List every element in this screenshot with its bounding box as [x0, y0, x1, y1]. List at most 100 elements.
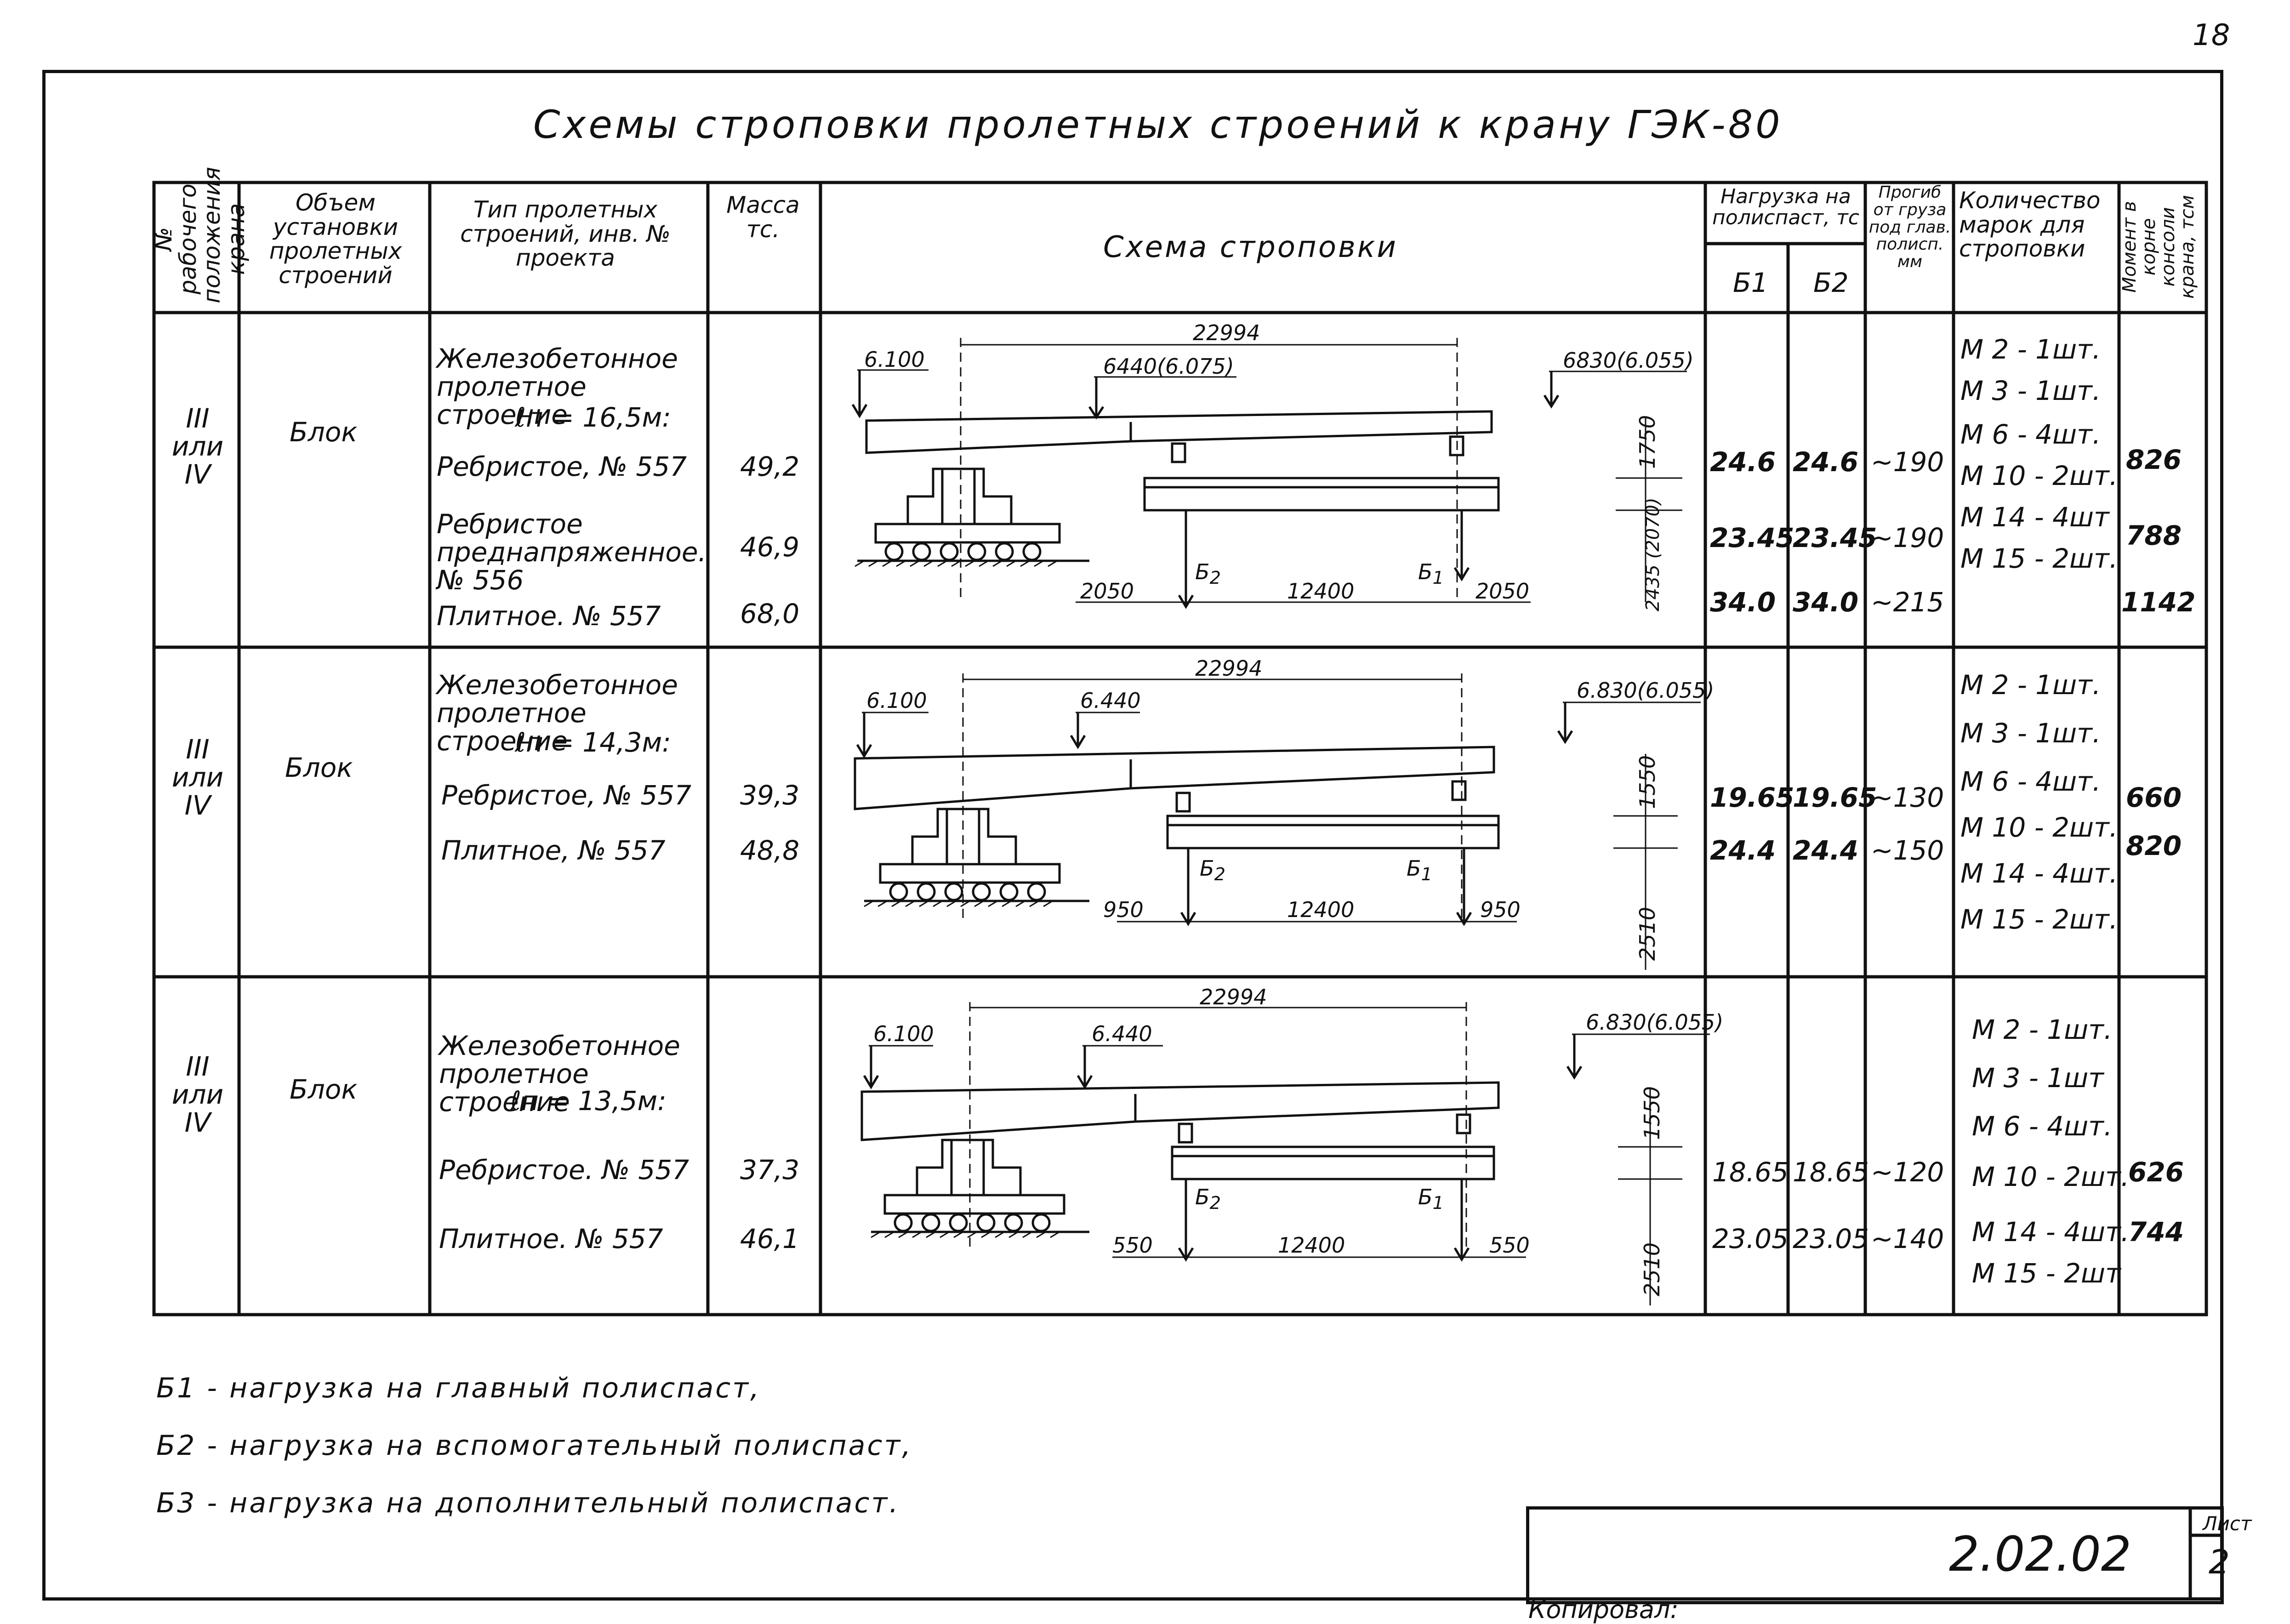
row2-b1-1: 19.65: [1710, 782, 1794, 813]
s3-left-level: 6.100: [873, 1021, 934, 1046]
row1-b2-1: 24.6: [1793, 446, 1859, 478]
s1-span-dim: 12400: [1287, 579, 1355, 604]
row2-moment1: 660: [2126, 782, 2182, 813]
s2-mid-level: 6.440: [1080, 688, 1141, 713]
row2-mark6: М 15 - 2шт.: [1960, 904, 2118, 935]
row2-defl1: ~130: [1871, 782, 1944, 813]
scheme-2: [854, 673, 1701, 970]
row2-b2-2: 24.4: [1793, 835, 1859, 866]
row2-defl2: ~150: [1871, 835, 1944, 866]
scheme-3: [860, 1002, 1710, 1305]
row1-b1-2: 23.45: [1710, 522, 1794, 553]
row2-mass2: 48,8: [740, 835, 800, 866]
row2-b1-2: 24.4: [1710, 835, 1776, 866]
note-b2: Б2 - нагрузка на вспомогательный полиспа…: [156, 1430, 913, 1462]
row3-b1-2: 23.05: [1712, 1223, 1789, 1254]
row3-type2: Плитное. № 557: [439, 1223, 663, 1254]
row3-moment1: 626: [2128, 1157, 2184, 1188]
header-mass: Масса тс.: [726, 192, 800, 243]
sheet-number: 2: [2209, 1543, 2230, 1581]
s1-total: 22994: [1193, 320, 1260, 345]
row1-type1: Ребристое, № 557: [437, 451, 687, 482]
s2-b2-label: Б2: [1200, 856, 1225, 885]
s3-b2-label: Б2: [1195, 1185, 1221, 1214]
page-title: Схемы строповки пролетных строений к кра…: [533, 102, 1783, 147]
drawing-frame: [42, 70, 2223, 1601]
row3-mark1: М 2 - 1шт.: [1972, 1014, 2113, 1045]
s2-total: 22994: [1195, 656, 1263, 681]
row1-volume: Блок: [290, 416, 358, 448]
page-number: 18: [2193, 18, 2230, 52]
row1-type3: Плитное. № 557: [437, 600, 661, 632]
row1-mark1: М 2 - 1шт.: [1960, 334, 2101, 365]
s3-b1-label: Б1: [1418, 1185, 1444, 1214]
sheet-label: Лист: [2203, 1512, 2252, 1535]
row3-moment2: 744: [2128, 1216, 2184, 1248]
row1-mark5: М 14 - 4шт: [1960, 501, 2109, 533]
row2-b2-1: 19.65: [1793, 782, 1877, 813]
row3-type1: Ребристое. № 557: [439, 1154, 689, 1185]
row3-mark2: М 3 - 1шт: [1972, 1062, 2104, 1094]
s3-left-dim: 550: [1112, 1233, 1153, 1258]
row1-defl3: ~215: [1871, 587, 1944, 618]
note-b1: Б1 - нагрузка на главный полиспаст,: [156, 1372, 761, 1404]
row2-heading: Железобетонное пролетное строение: [437, 669, 678, 757]
row2-mark1: М 2 - 1шт.: [1960, 669, 2101, 701]
row3-mass2: 46,1: [740, 1223, 800, 1254]
s2-right-level: 6.830(6.055): [1577, 678, 1715, 703]
row3-b2-2: 23.05: [1793, 1223, 1869, 1254]
s2-right-dim: 950: [1480, 897, 1521, 922]
s1-right-level: 6830(6.055): [1563, 348, 1694, 373]
header-marks: Количество марок для строповки: [1959, 187, 2101, 262]
row1-defl1: ~190: [1871, 446, 1944, 478]
s1-right-dim: 2050: [1475, 579, 1530, 604]
row1-moment3: 1142: [2121, 587, 2196, 618]
row1-b2-3: 34.0: [1793, 587, 1859, 618]
row3-mark4: М 10 - 2шт.: [1972, 1161, 2130, 1192]
s1-mid-level: 6440(6.075): [1103, 354, 1234, 379]
row1-mark4: М 10 - 2шт.: [1960, 460, 2118, 491]
row3-defl2: ~140: [1871, 1223, 1944, 1254]
row2-span: ℓп = 14,3м:: [515, 727, 671, 758]
row2-type2: Плитное, № 557: [441, 835, 666, 866]
s2-left-level: 6.100: [866, 688, 927, 713]
row1-mass2: 46,9: [740, 531, 800, 563]
document-code: 2.02.02: [1949, 1526, 2131, 1582]
row1-mark3: М 6 - 4шт.: [1960, 419, 2101, 450]
row2-mark3: М 6 - 4шт.: [1960, 766, 2101, 797]
s3-right-dim: 550: [1489, 1233, 1530, 1258]
row1-moment2: 788: [2126, 520, 2182, 551]
row3-b1-1: 18.65: [1712, 1157, 1789, 1188]
row1-b1-1: 24.6: [1710, 446, 1776, 478]
row1-moment1: 826: [2126, 444, 2182, 475]
header-load: Нагрузка на полиспаст, тс: [1712, 185, 1859, 230]
row2-mark2: М 3 - 1шт.: [1960, 718, 2101, 749]
row3-position: III или IV: [171, 1051, 224, 1138]
row1-b1-3: 34.0: [1710, 587, 1776, 618]
header-scheme: Схема строповки: [1103, 230, 1398, 264]
header-volume: Объем установки пролетных строений: [269, 189, 402, 289]
s2-left-dim: 950: [1103, 897, 1144, 922]
title-block: [1526, 1506, 2224, 1604]
row2-mass1: 39,3: [740, 780, 800, 811]
row2-mark5: М 14 - 4шт.: [1960, 858, 2118, 889]
row1-mark6: М 15 - 2шт.: [1960, 543, 2118, 574]
row2-position: III или IV: [171, 734, 224, 821]
s1-left-level: 6.100: [864, 347, 925, 372]
s1-b2-label: Б2: [1195, 559, 1221, 589]
s3-total: 22994: [1200, 985, 1267, 1009]
row3-defl1: ~120: [1871, 1157, 1944, 1188]
row3-mass1: 37,3: [740, 1154, 800, 1185]
s1-left-dim: 2050: [1080, 579, 1134, 604]
note-b3: Б3 - нагрузка на дополнительный полиспас…: [156, 1487, 900, 1519]
row2-volume: Блок: [285, 752, 353, 783]
row1-position: III или IV: [171, 403, 224, 490]
row3-heading: Железобетонное пролетное строение: [439, 1030, 680, 1117]
header-b2: Б2: [1813, 267, 1849, 298]
s1-b1-label: Б1: [1418, 559, 1444, 589]
copied-label: Копировал:: [1528, 1595, 1679, 1624]
row3-span: ℓп = 13,5м:: [510, 1085, 666, 1117]
